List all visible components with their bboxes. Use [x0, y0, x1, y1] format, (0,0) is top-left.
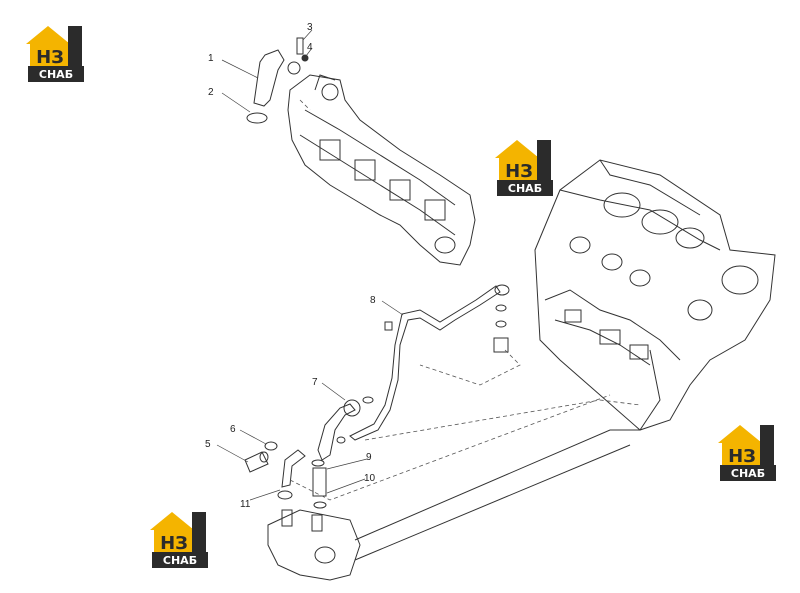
logo-text: СНАБ — [508, 182, 542, 195]
engine-block — [534, 159, 776, 431]
watermark-logo-bottom-left: НЗ СНАБ — [150, 512, 208, 568]
callout-3: 3 — [307, 22, 313, 33]
callout-labels: 1 2 3 4 5 6 7 8 9 10 11 — [205, 22, 376, 510]
logo-mark: НЗ — [160, 533, 188, 554]
callout-1: 1 — [208, 53, 214, 64]
assembly-lines — [289, 99, 641, 501]
logo-mark: НЗ — [728, 446, 756, 467]
callout-7: 7 — [312, 377, 318, 388]
rocker-cover — [287, 74, 476, 266]
logo-mark: НЗ — [36, 47, 64, 68]
logo-text: СНАБ — [731, 467, 765, 480]
logo-mark: НЗ — [505, 161, 533, 182]
pipe-assembly — [244, 284, 510, 509]
callout-11: 11 — [240, 499, 251, 510]
logo-text: СНАБ — [163, 554, 197, 567]
hose-upper — [246, 37, 309, 124]
watermark-logo-right: НЗ СНАБ — [718, 425, 776, 481]
watermark-logo-center: НЗ СНАБ — [495, 140, 553, 196]
cooler-housing — [267, 429, 640, 581]
leader-lines — [216, 29, 404, 501]
callout-9: 9 — [366, 452, 372, 463]
callout-2: 2 — [208, 87, 214, 98]
callout-5: 5 — [205, 439, 211, 450]
callout-4: 4 — [307, 42, 313, 53]
logo-text: СНАБ — [39, 68, 73, 81]
watermark-logo-top-left: НЗ СНАБ — [26, 26, 84, 82]
callout-8: 8 — [370, 295, 376, 306]
callout-10: 10 — [364, 473, 376, 484]
callout-6: 6 — [230, 424, 236, 435]
